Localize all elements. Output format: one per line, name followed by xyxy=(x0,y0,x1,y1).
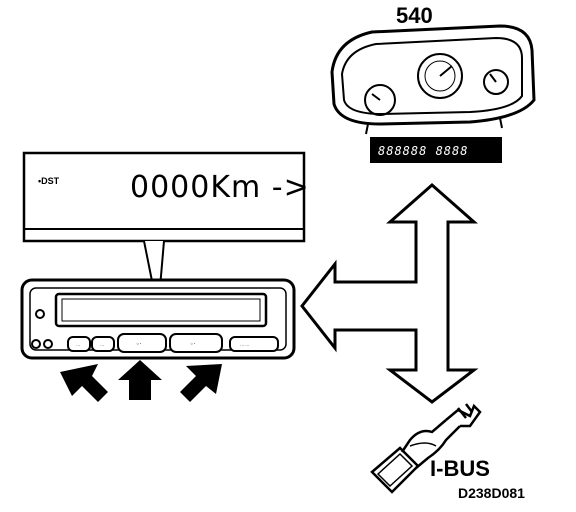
press-arrow-right xyxy=(180,364,222,402)
obc-button-5 xyxy=(229,336,279,352)
lcd-indicator: •DST xyxy=(38,176,60,186)
instrument-cluster-icon xyxy=(330,24,536,135)
press-arrow-left xyxy=(60,364,108,402)
obc-display-unit-icon: ⋯ ⋯ ◦· ◦· ⋯ ⋯ xyxy=(20,278,296,360)
cluster-label: 540 xyxy=(396,3,433,28)
obc-button-2 xyxy=(91,336,115,352)
obc-button-1 xyxy=(67,336,91,352)
lcd-readout: 0000Km -> xyxy=(130,170,310,205)
obc-button-4 xyxy=(169,333,223,353)
svg-text:⋯ ⋯: ⋯ ⋯ xyxy=(240,343,249,348)
svg-text:◦·: ◦· xyxy=(190,341,196,348)
data-flow-arrow xyxy=(300,183,479,404)
lcd-callout xyxy=(22,151,306,312)
figure-reference: D238D081 xyxy=(458,485,525,501)
svg-text:⋯: ⋯ xyxy=(100,343,104,348)
connector-plug-icon xyxy=(370,403,482,494)
svg-text:◦·: ◦· xyxy=(136,341,142,348)
bus-label: I-BUS xyxy=(430,456,490,481)
odometer-digits: 888888 8888 xyxy=(378,144,469,158)
odometer-strip xyxy=(370,137,502,163)
press-arrow-center xyxy=(118,360,162,400)
obc-button-3 xyxy=(117,333,167,353)
svg-text:⋯: ⋯ xyxy=(76,343,80,348)
